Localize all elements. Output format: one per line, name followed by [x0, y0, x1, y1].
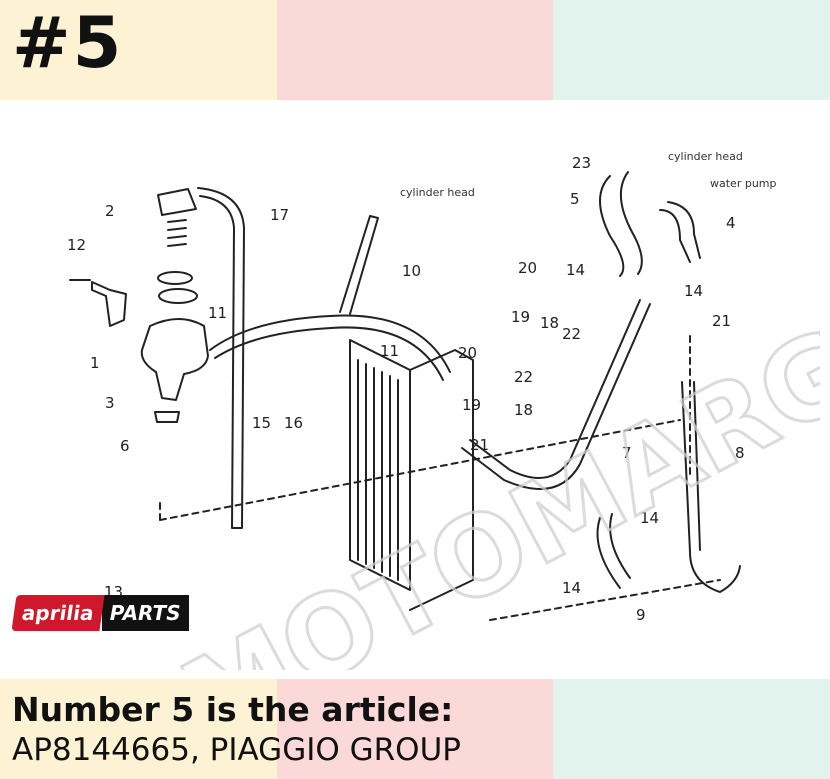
- aprilia-logo: aprilia: [11, 595, 105, 631]
- article-number: AP8144665, PIAGGIO GROUP: [12, 732, 461, 768]
- hose-7: [461, 299, 651, 490]
- hose-9: [596, 513, 631, 589]
- tank-cap: [157, 188, 197, 216]
- band-mint-bottom: [553, 679, 830, 779]
- parts-label: PARTS: [101, 595, 189, 631]
- callout-21a: 21: [712, 312, 731, 330]
- callout-15: 15: [252, 414, 271, 432]
- callout-5: 5: [570, 190, 580, 208]
- callout-21b: 21: [470, 436, 489, 454]
- callout-20b: 20: [458, 344, 477, 362]
- band-yellow: [0, 0, 277, 100]
- callout-7: 7: [622, 444, 632, 462]
- exploded-parts-diagram: 2 12 1 3 6 11 15 16 17 10 11 20 19 18 22…: [67, 150, 777, 624]
- radiator-fins: [357, 359, 399, 581]
- hose-4: [659, 201, 701, 263]
- callout-22b: 22: [514, 368, 533, 386]
- band-pink-bottom: [277, 679, 553, 779]
- callout-9: 9: [636, 606, 646, 624]
- callout-11b: 11: [380, 342, 399, 360]
- top-color-band: [0, 0, 830, 100]
- callout-14b: 14: [684, 282, 703, 300]
- hose-10: [209, 314, 451, 381]
- callout-14d: 14: [562, 579, 581, 597]
- callout-14c: 14: [640, 509, 659, 527]
- tank-spring: [167, 219, 187, 247]
- radiator-body: [349, 339, 474, 611]
- callout-11a: 11: [208, 304, 227, 322]
- label-cylinder-head-1: cylinder head: [400, 186, 475, 199]
- callout-19b: 19: [462, 396, 481, 414]
- expansion-tank: [140, 318, 209, 401]
- hose-5: [599, 171, 643, 277]
- band-mint: [553, 0, 830, 100]
- callout-6: 6: [120, 437, 130, 455]
- callout-22a: 22: [562, 325, 581, 343]
- callout-3: 3: [105, 394, 115, 412]
- callout-17: 17: [270, 206, 289, 224]
- callout-16: 16: [284, 414, 303, 432]
- article-caption: Number 5 is the article:: [12, 690, 454, 729]
- hose-10-upper: [339, 215, 379, 315]
- callout-4: 4: [726, 214, 736, 232]
- callout-19a: 19: [511, 308, 530, 326]
- callout-10: 10: [402, 262, 421, 280]
- leader-dashes: [159, 335, 721, 621]
- band-yellow-bottom: [0, 679, 277, 779]
- hose-17: [197, 187, 245, 529]
- label-water-pump: water pump: [710, 177, 777, 190]
- band-pink: [277, 0, 553, 100]
- callout-18a: 18: [540, 314, 559, 332]
- aprilia-parts-logo: aprilia PARTS: [11, 592, 189, 634]
- callout-23: 23: [572, 154, 591, 172]
- callout-20a: 20: [518, 259, 537, 277]
- bottom-color-band: [0, 679, 830, 779]
- tank-neck-clamp: [154, 411, 180, 423]
- tank-bracket: [91, 281, 127, 327]
- label-cylinder-head-2: cylinder head: [668, 150, 743, 163]
- hose-8: [681, 381, 741, 593]
- tank-washer: [157, 271, 193, 285]
- page-title: #5: [12, 2, 124, 84]
- callout-1: 1: [90, 354, 100, 372]
- tank-ring: [158, 288, 198, 304]
- callout-18b: 18: [514, 401, 533, 419]
- callout-14a: 14: [566, 261, 585, 279]
- callout-2: 2: [105, 202, 115, 220]
- callout-8: 8: [735, 444, 745, 462]
- callout-12: 12: [67, 236, 86, 254]
